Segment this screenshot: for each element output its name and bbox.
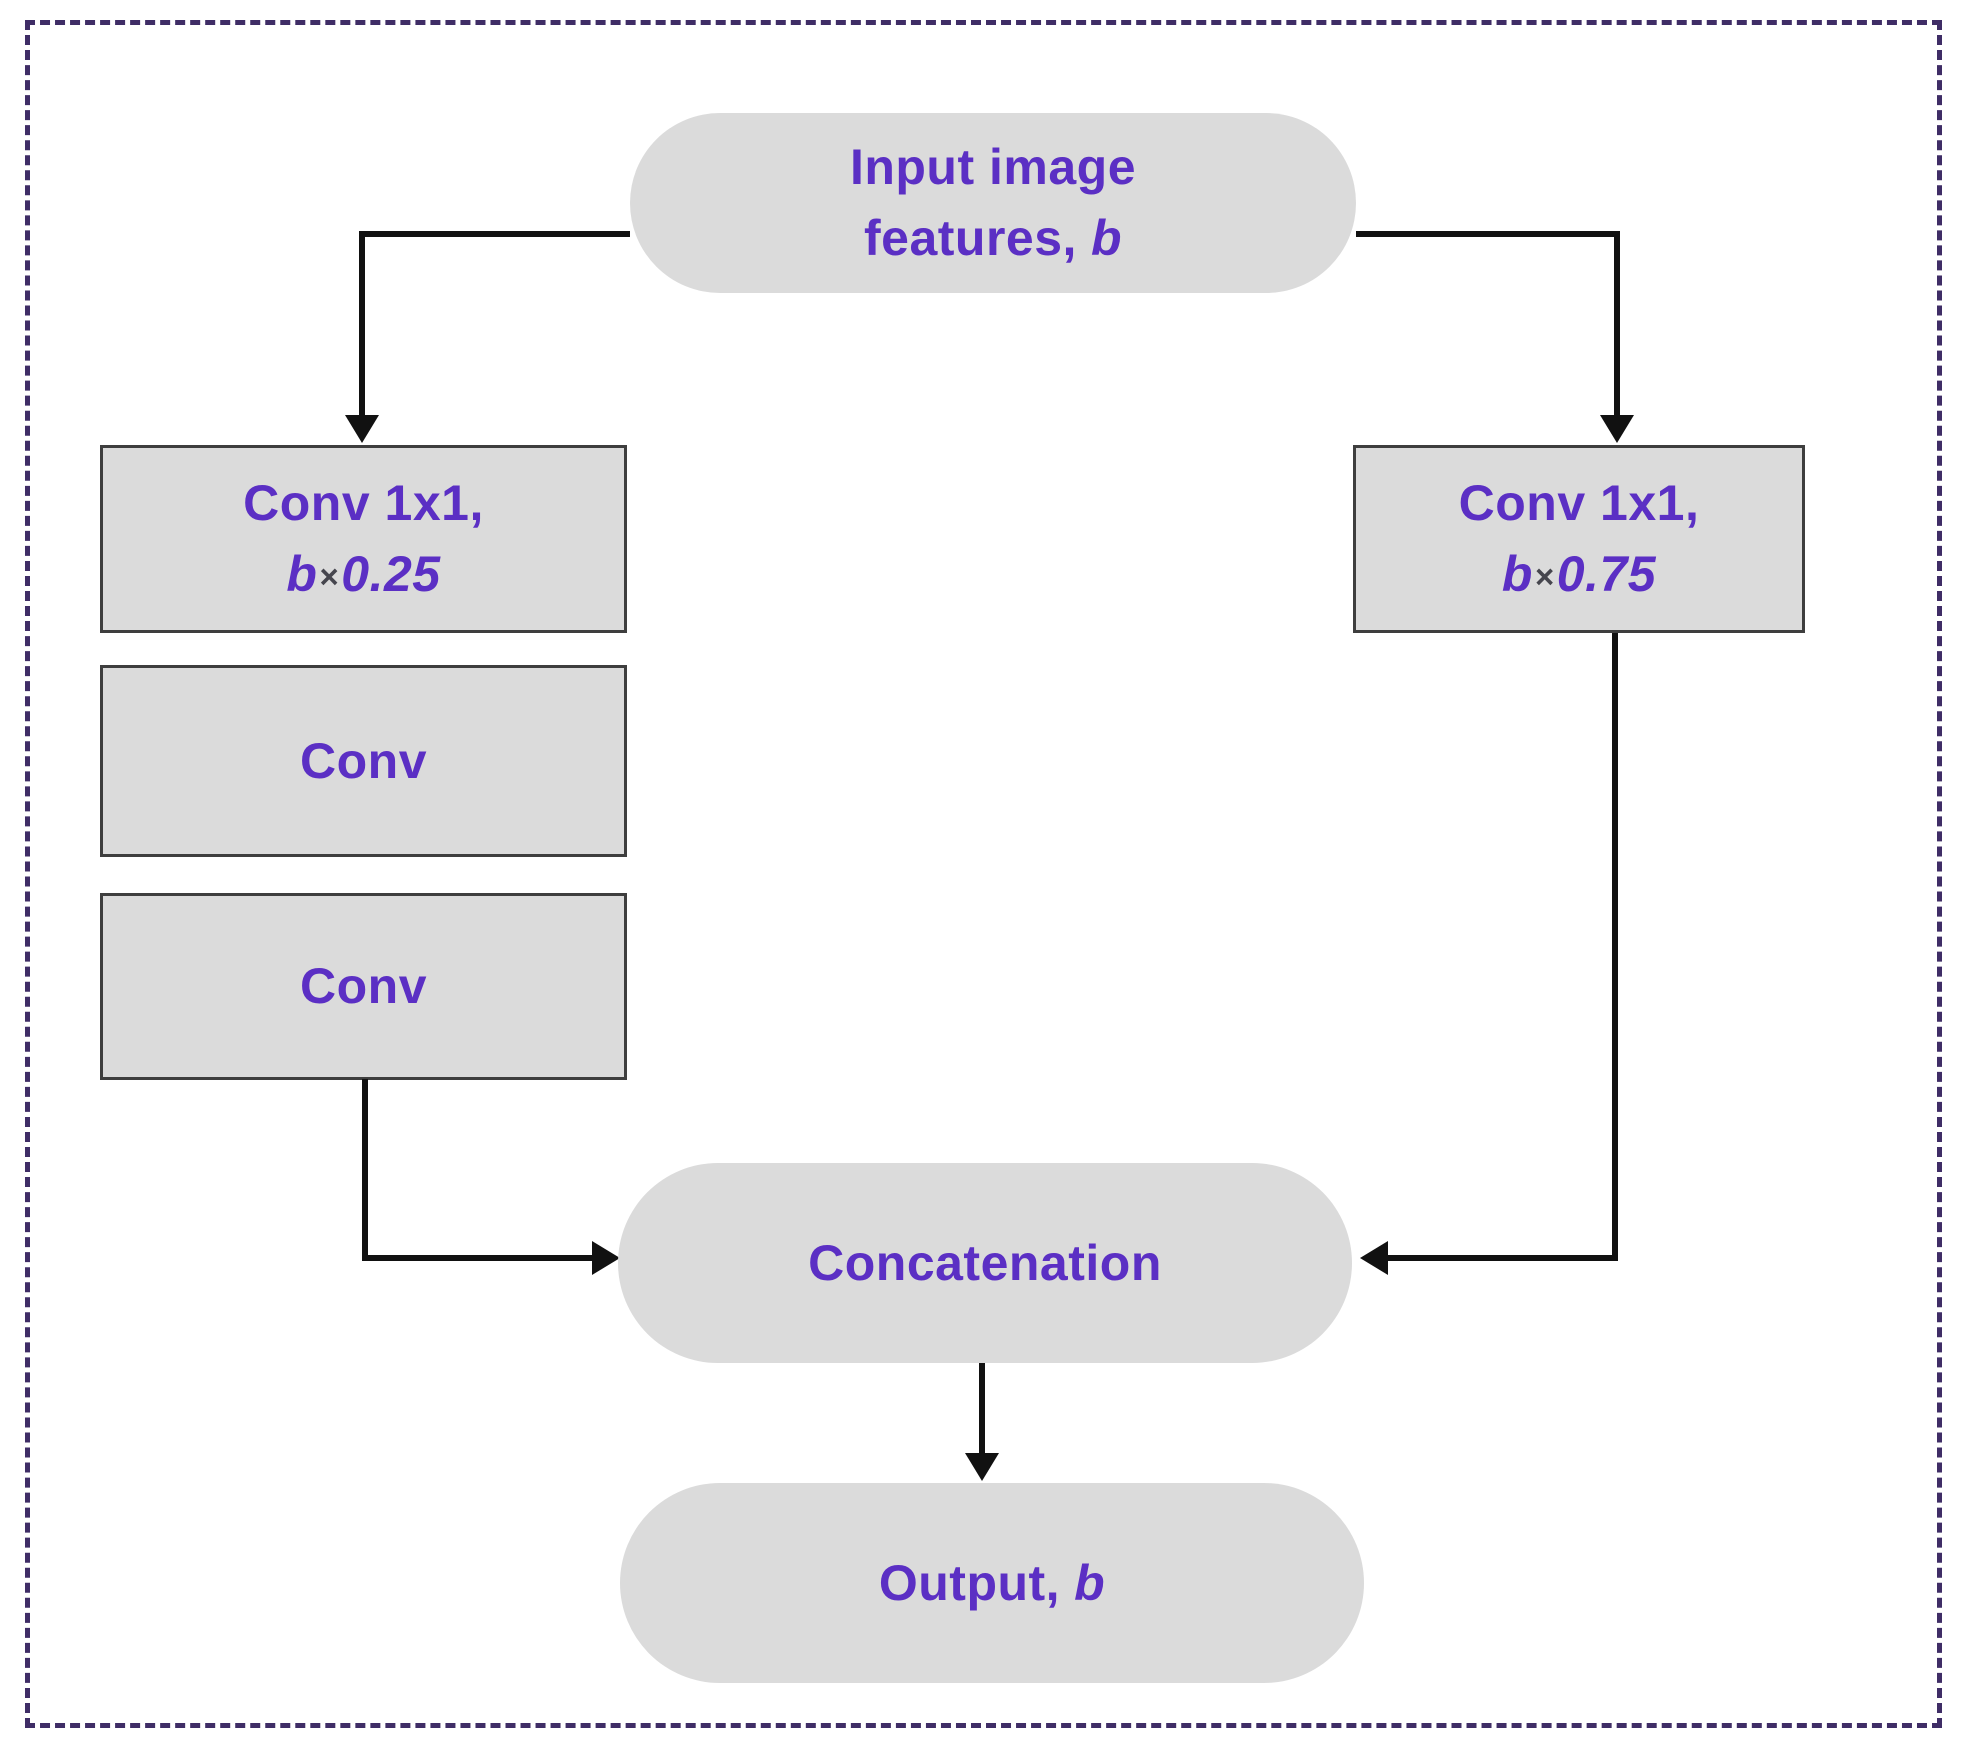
node-input-image-features: Input image features,b xyxy=(630,113,1356,293)
node-conv1x1-b025: Conv 1x1, b×0.25 xyxy=(100,445,627,633)
arrowhead-down-into-output-icon xyxy=(965,1453,999,1481)
node-concatenation: Concatenation xyxy=(618,1163,1352,1363)
input-node-line1: Input image xyxy=(850,132,1136,203)
concatenation-label: Concatenation xyxy=(808,1234,1162,1291)
input-node-line2: features,b xyxy=(864,203,1122,274)
conv1x1-right-factor: 0.75 xyxy=(1556,546,1657,602)
input-node-variable-b: b xyxy=(1090,210,1122,266)
conv1x1-right-line1-text: Conv 1x1, xyxy=(1458,475,1700,531)
arrowhead-down-into-conv-right-icon xyxy=(1600,415,1634,443)
node-conv1x1-b075: Conv 1x1, b×0.75 xyxy=(1353,445,1805,633)
dashed-frame-border xyxy=(25,20,1942,1728)
output-variable-b: b xyxy=(1074,1554,1106,1611)
output-label: Output,b xyxy=(879,1548,1105,1619)
output-label-text: Output, xyxy=(878,1554,1061,1611)
input-node-line1-text: Input image xyxy=(849,139,1137,195)
input-node-line2-text: features, xyxy=(864,210,1077,266)
conv1x1-left-line2: b×0.25 xyxy=(286,539,440,610)
conv1x1-left-factor: 0.25 xyxy=(341,546,441,602)
node-output: Output,b xyxy=(620,1483,1364,1683)
arrowhead-right-into-concat-icon xyxy=(592,1241,620,1275)
arrowhead-left-into-concat-icon xyxy=(1360,1241,1388,1275)
conv-bottom-label: Conv xyxy=(300,958,427,1014)
multiply-sign: × xyxy=(1534,558,1555,595)
conv1x1-left-line1-text: Conv 1x1, xyxy=(243,475,484,531)
arrowhead-down-into-conv-left-icon xyxy=(345,415,379,443)
conv1x1-left-variable-b: b xyxy=(286,546,318,602)
connector-input-to-right-vertical xyxy=(1614,231,1620,417)
conv1x1-left-line1: Conv 1x1, xyxy=(243,468,484,539)
connector-input-to-left-vertical xyxy=(359,231,365,417)
connector-concat-to-output-vertical xyxy=(979,1363,985,1455)
connector-conv-right-to-concat-horizontal xyxy=(1388,1255,1618,1261)
connector-conv-right-to-concat-vertical xyxy=(1612,633,1618,1260)
connector-input-to-right-horizontal xyxy=(1356,231,1620,237)
conv1x1-right-line1: Conv 1x1, xyxy=(1459,468,1700,539)
connector-conv-bottom-to-concat-vertical xyxy=(362,1079,368,1261)
multiply-sign: × xyxy=(319,558,340,595)
node-conv-middle: Conv xyxy=(100,665,627,857)
conv1x1-right-line2: b×0.75 xyxy=(1502,539,1656,610)
conv1x1-right-variable-b: b xyxy=(1501,546,1533,602)
connector-input-to-left-horizontal xyxy=(362,231,630,237)
connector-conv-bottom-to-concat-horizontal xyxy=(362,1255,592,1261)
node-conv-bottom: Conv xyxy=(100,893,627,1080)
conv-middle-label: Conv xyxy=(300,732,427,789)
